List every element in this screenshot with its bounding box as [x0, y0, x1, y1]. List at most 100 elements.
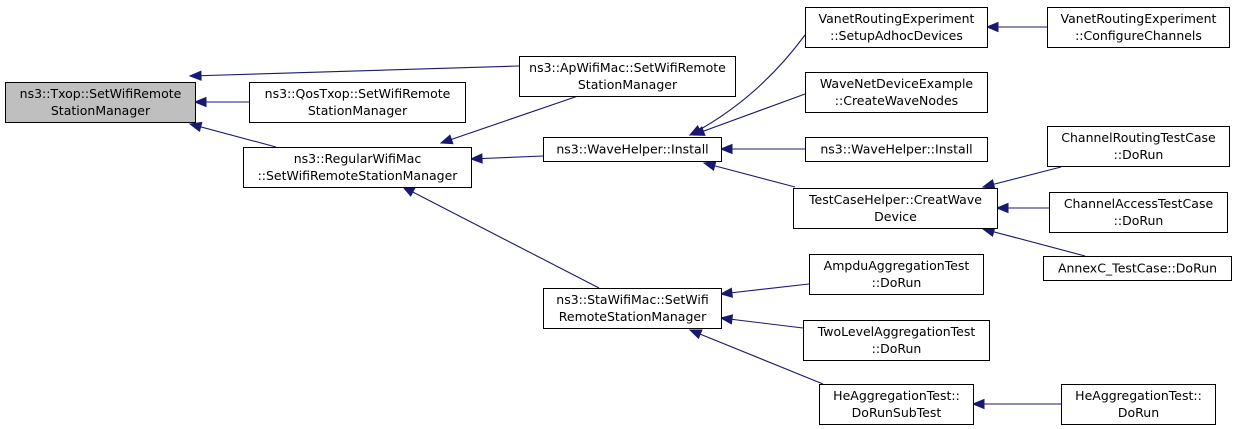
node-box[interactable] [1061, 384, 1216, 425]
edge-wavehelper-to-regularwifimac [469, 153, 544, 164]
node-box[interactable] [1047, 7, 1230, 48]
edge-line [982, 228, 1086, 257]
edge-testcasehelper-to-wavehelper [702, 160, 796, 188]
node-label: StationManager [578, 77, 678, 92]
edge-ampdu-to-stawifimac [719, 283, 810, 298]
node-label: ns3::WaveHelper::Install [556, 142, 708, 157]
node-twolevel[interactable]: TwoLevelAggregationTest::DoRun [803, 320, 990, 361]
node-channelrouting[interactable]: ChannelRoutingTestCase::DoRun [1047, 126, 1230, 167]
node-label: StationManager [308, 103, 408, 118]
node-box[interactable] [1047, 126, 1230, 167]
node-box[interactable] [805, 7, 988, 48]
node-label: AmpduAggregationTest [824, 258, 970, 273]
node-hesubtest[interactable]: HeAggregationTest::DoRunSubTest [819, 384, 974, 425]
node-label: ::DoRun [1114, 213, 1164, 228]
edge-line [440, 95, 579, 144]
node-label: ns3::WaveHelper::Install [820, 142, 972, 157]
node-wavenetdevice[interactable]: WaveNetDeviceExample::CreateWaveNodes [805, 72, 988, 113]
node-label: TwoLevelAggregationTest [817, 324, 976, 339]
edge-line [689, 34, 806, 136]
node-txop[interactable]: ns3::Txop::SetWifiRemoteStationManager [5, 82, 196, 123]
node-box[interactable] [1043, 256, 1232, 281]
edge-arrowhead [719, 287, 733, 298]
node-qostxop[interactable]: ns3::QosTxop::SetWifiRemoteStationManage… [249, 82, 466, 123]
node-label: ::CreateWaveNodes [835, 93, 958, 108]
node-box[interactable] [805, 72, 988, 113]
edge-line [189, 123, 277, 148]
node-label: AnnexC_TestCase::DoRun [1058, 261, 1217, 276]
node-label: ::SetupAdhocDevices [830, 28, 963, 43]
node-label: WaveNetDeviceExample [820, 76, 974, 91]
node-label: Device [874, 209, 917, 224]
node-label: VanetRoutingExperiment [1061, 11, 1217, 26]
edge-hedorun-to-hesubtest [971, 398, 1061, 410]
node-apwifimac[interactable]: ns3::ApWifiMac::SetWifiRemoteStationMana… [519, 56, 736, 97]
node-label: ns3::StaWifiMac::SetWifi [556, 292, 708, 307]
edge-regularwifimac-to-txop [188, 121, 277, 148]
edge-arrowhead [981, 179, 996, 190]
node-label: RemoteStationManager [559, 309, 707, 324]
edge-arrowhead [401, 186, 416, 197]
node-label: ::ConfigureChannels [1075, 28, 1202, 43]
node-label: ns3::RegularWifiMac [294, 151, 422, 166]
node-label: ns3::QosTxop::SetWifiRemote [265, 86, 451, 101]
edge-line [720, 283, 810, 295]
node-channelaccess[interactable]: ChannelAccessTestCase::DoRun [1049, 192, 1228, 233]
edge-arrowhead [985, 21, 999, 33]
node-label: ChannelRoutingTestCase [1061, 130, 1216, 145]
edge-arrowhead [439, 134, 454, 145]
node-box[interactable] [519, 56, 736, 97]
nodes-layer: ns3::Txop::SetWifiRemoteStationManagerns… [5, 7, 1232, 425]
node-label: ::DoRun [872, 341, 922, 356]
node-box[interactable] [1049, 192, 1228, 233]
edge-twolevel-to-stawifimac [719, 314, 804, 329]
edge-stawifimac-to-regularwifimac [401, 186, 600, 289]
node-label: VanetRoutingExperiment [819, 11, 975, 26]
node-box[interactable] [249, 82, 466, 123]
node-box[interactable] [543, 137, 722, 162]
edge-arrowhead [719, 143, 733, 155]
edge-arrowhead [719, 314, 734, 325]
edge-vanetconfig-to-vanetsetup [985, 21, 1047, 33]
edge-arrowhead [688, 329, 703, 340]
edge-arrowhead [702, 160, 717, 172]
node-label: ChannelAccessTestCase [1064, 196, 1214, 211]
node-box[interactable] [5, 82, 196, 123]
edge-wavehelper2-to-wavehelper [719, 143, 805, 155]
edge-line [402, 186, 600, 289]
node-label: ::DoRun [1114, 147, 1164, 162]
node-wavehelper[interactable]: ns3::WaveHelper::Install [543, 137, 722, 162]
node-ampdu[interactable]: AmpduAggregationTest::DoRun [809, 254, 984, 295]
edge-line [689, 329, 824, 385]
node-vanetconfig[interactable]: VanetRoutingExperiment::ConfigureChannel… [1047, 7, 1230, 48]
node-stawifimac[interactable]: ns3::StaWifiMac::SetWifiRemoteStationMan… [543, 288, 722, 329]
node-box[interactable] [243, 147, 472, 188]
node-box[interactable] [543, 288, 722, 329]
edge-apwifimac-to-regularwifimac [439, 95, 579, 145]
node-box[interactable] [819, 384, 974, 425]
edge-hesubtest-to-stawifimac [688, 329, 824, 385]
node-label: ns3::Txop::SetWifiRemote [20, 86, 182, 101]
node-regularwifimac[interactable]: ns3::RegularWifiMac::SetWifiRemoteStatio… [243, 147, 472, 188]
node-annexc[interactable]: AnnexC_TestCase::DoRun [1043, 256, 1232, 281]
node-box[interactable] [803, 320, 990, 361]
edge-arrowhead [188, 121, 203, 133]
node-label: StationManager [51, 103, 151, 118]
edge-arrowhead [469, 153, 483, 164]
node-box[interactable] [805, 137, 988, 162]
edge-line [470, 155, 544, 160]
edge-wavenetdevice-to-wavehelper [691, 93, 806, 136]
edge-arrowhead [691, 126, 706, 136]
edge-line [720, 317, 804, 329]
node-wavehelper2[interactable]: ns3::WaveHelper::Install [805, 137, 988, 162]
edge-arrowhead [188, 70, 202, 81]
node-box[interactable] [809, 254, 984, 295]
node-box[interactable] [793, 188, 998, 229]
node-label: HeAggregationTest:: [833, 388, 960, 403]
edge-qostxop-to-txop [193, 96, 249, 108]
node-label: HeAggregationTest:: [1075, 388, 1202, 403]
node-vanetsetup[interactable]: VanetRoutingExperiment::SetupAdhocDevice… [805, 7, 988, 48]
node-hedorun[interactable]: HeAggregationTest::DoRun [1061, 384, 1216, 425]
edge-line [703, 162, 796, 188]
